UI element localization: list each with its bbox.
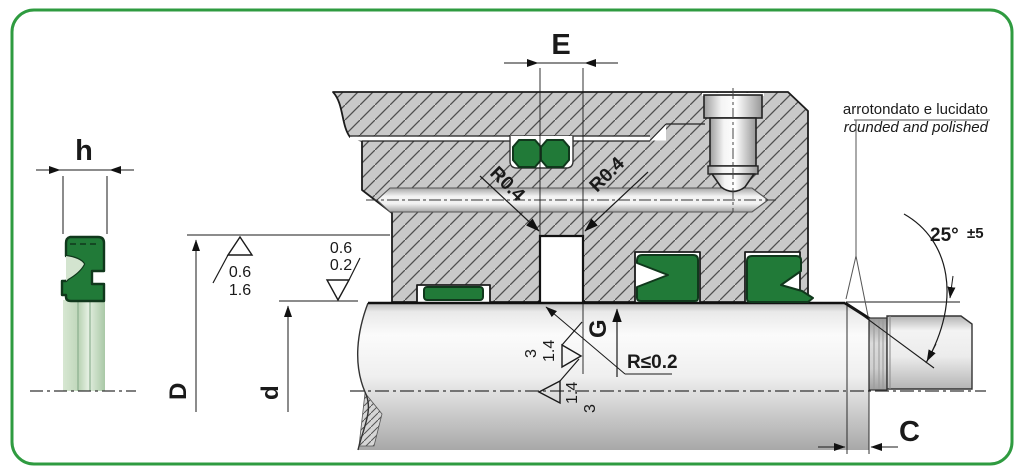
oring-right	[540, 139, 570, 168]
dim-label-D: D	[165, 383, 192, 400]
finish-rodsurf-1: 1.4	[564, 382, 581, 404]
label-rmax: R≤0.2	[627, 352, 678, 373]
u-cup-seal-left	[636, 254, 699, 302]
installed-seals	[423, 254, 814, 303]
finish-rodstep-2: 0.2	[330, 257, 352, 274]
rod-break-line	[357, 302, 370, 451]
housing-seam-gap	[350, 136, 650, 141]
finish-bore-2: 1.6	[229, 282, 251, 299]
note-finish-italian: arrotondato e lucidato	[843, 101, 988, 118]
oring-left	[512, 139, 542, 168]
seal-lip-notch	[66, 256, 84, 281]
dim-label-d: d	[257, 385, 284, 400]
housing-section	[332, 88, 809, 309]
seal-ring-body	[63, 300, 105, 391]
seal-cross-section-figure: h	[30, 135, 136, 392]
finish-flank-1: 3	[523, 349, 540, 358]
label-angle: 25°	[930, 225, 959, 246]
dim-label-G: G	[585, 319, 612, 338]
frame-border	[10, 8, 1014, 466]
label-angle-tolerance: ±5	[967, 225, 984, 242]
dim-label-C: C	[899, 416, 920, 448]
rod-spigot-end	[886, 315, 973, 390]
surface-finish-marks: 0.6 1.6 0.6 0.2 3 1.4 1.4 3	[212, 235, 599, 413]
finish-flank-2: 1.4	[541, 340, 558, 362]
note-finish-english: rounded and polished	[844, 119, 989, 136]
g-groove	[538, 234, 585, 302]
finish-bore-1: 0.6	[229, 264, 251, 281]
dim-label-h: h	[75, 135, 93, 167]
rod-break-hatch	[358, 392, 383, 447]
dim-label-e: E	[551, 29, 570, 61]
rod-relief-groove	[868, 317, 888, 391]
finish-rodsurf-2: 3	[582, 404, 599, 413]
wear-ring	[423, 286, 484, 301]
angle-arc	[903, 213, 948, 364]
u-cup-seal-right	[746, 255, 814, 303]
rod-body	[357, 303, 870, 450]
rod	[350, 301, 986, 451]
finish-rodstep-1: 0.6	[330, 240, 352, 257]
